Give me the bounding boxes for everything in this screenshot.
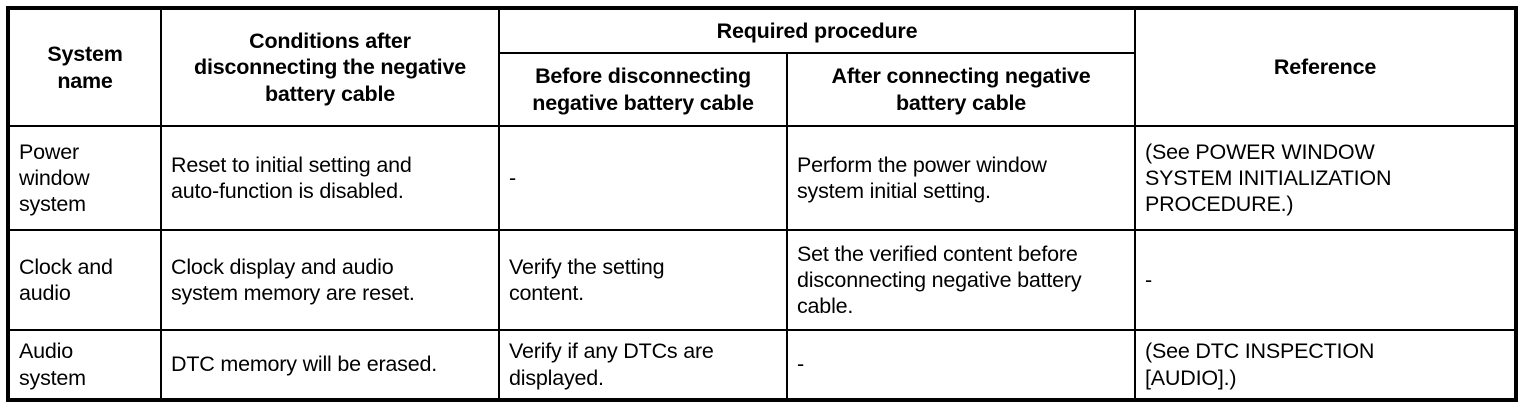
table-header-row-2: Before disconnecting negative battery ca…	[8, 52, 1516, 127]
table-row: Power window system Reset to initial set…	[7, 125, 1518, 231]
cell-system-name: Power window system	[7, 125, 162, 231]
table-header-row-1: System name Conditions after disconnecti…	[7, 7, 1518, 127]
cell-before-disconnecting: -	[498, 125, 788, 231]
cell-reference: (See DTC INSPECTION [AUDIO].)	[1134, 329, 1518, 401]
table-body: Power window system Reset to initial set…	[7, 125, 1518, 401]
column-header-conditions: Conditions after disconnecting the negat…	[160, 7, 500, 127]
column-header-reference: Reference	[1134, 7, 1518, 127]
cell-reference: (See POWER WINDOW SYSTEM INITIALIZATION …	[1134, 125, 1518, 231]
cell-after-connecting: -	[785, 329, 1137, 401]
cell-after-connecting: Set the verified content before disconne…	[785, 229, 1137, 331]
cell-reference: -	[1134, 229, 1518, 331]
battery-disconnect-spec-table: System name Conditions after disconnecti…	[6, 6, 1519, 402]
cell-conditions: DTC memory will be erased.	[160, 329, 500, 401]
column-header-after-connecting: After connecting negative battery cable	[785, 52, 1137, 127]
cell-before-disconnecting: Verify the setting content.	[498, 229, 788, 331]
cell-system-name: Audio system	[7, 329, 162, 401]
cell-before-disconnecting: Verify if any DTCs are displayed.	[498, 329, 788, 401]
cell-conditions: Reset to initial setting and auto-functi…	[160, 125, 500, 231]
cell-after-connecting: Perform the power window system initial …	[785, 125, 1137, 231]
column-header-system-name: System name	[7, 7, 162, 127]
column-header-required-procedure: Required procedure	[497, 7, 1137, 54]
table-row: Clock and audio Clock display and audio …	[7, 229, 1518, 331]
cell-system-name: Clock and audio	[7, 229, 162, 331]
table-row: Audio system DTC memory will be erased. …	[7, 329, 1518, 401]
cell-conditions: Clock display and audio system memory ar…	[160, 229, 500, 331]
table-header: System name Conditions after disconnecti…	[7, 7, 1518, 127]
column-header-before-disconnecting: Before disconnecting negative battery ca…	[498, 52, 788, 127]
